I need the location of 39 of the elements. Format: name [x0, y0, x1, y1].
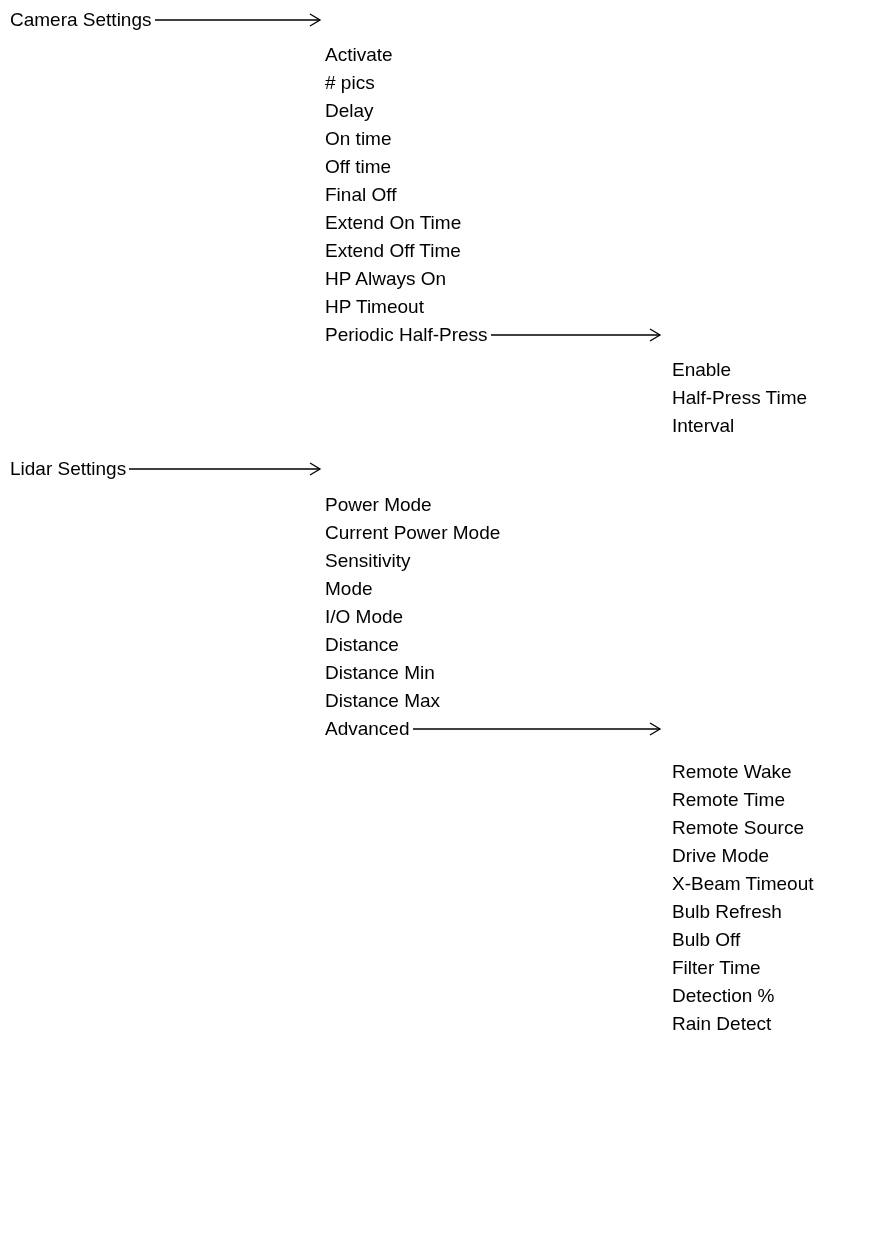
menu-item: # pics: [325, 72, 375, 94]
menu-item: Delay: [325, 100, 374, 122]
menu-item: Power Mode: [325, 494, 432, 516]
menu-item: Distance Max: [325, 690, 441, 712]
menu-item: Remote Time: [672, 789, 785, 811]
menu-item: Sensitivity: [325, 550, 411, 572]
menu-item: Rain Detect: [672, 1013, 772, 1035]
menu-item: Remote Wake: [672, 761, 792, 783]
menu-item: Extend On Time: [325, 212, 462, 234]
menu-item: Activate: [325, 44, 393, 66]
menu-item: Remote Source: [672, 817, 804, 839]
menu-item: Extend Off Time: [325, 240, 461, 262]
arrow: [490, 328, 661, 342]
menu-item: Current Power Mode: [325, 522, 501, 544]
menu-item: Distance: [325, 634, 399, 656]
menu-item: Bulb Off: [672, 929, 741, 951]
arrow: [154, 13, 321, 27]
menu-heading: Camera Settings: [10, 9, 152, 31]
menu-item: Distance Min: [325, 662, 435, 684]
arrow: [412, 722, 661, 736]
menu-heading: Periodic Half-Press: [325, 324, 488, 346]
menu-item: On time: [325, 128, 392, 150]
menu-item: Half-Press Time: [672, 387, 808, 409]
menu-item: I/O Mode: [325, 606, 404, 628]
menu-item: HP Timeout: [325, 296, 424, 318]
menu-heading: Advanced: [325, 718, 410, 740]
menu-item: X-Beam Timeout: [672, 873, 814, 895]
menu-item: HP Always On: [325, 268, 447, 290]
menu-item: Bulb Refresh: [672, 901, 782, 923]
menu-item: Final Off: [325, 184, 397, 206]
menu-item: Drive Mode: [672, 845, 770, 867]
menu-item: Filter Time: [672, 957, 761, 979]
menu-item: Mode: [325, 578, 373, 600]
menu-item: Detection %: [672, 985, 775, 1007]
menu-item: Interval: [672, 415, 735, 437]
menu-item: Off time: [325, 156, 392, 178]
menu-item: Enable: [672, 359, 732, 381]
arrow: [128, 462, 321, 476]
menu-heading: Lidar Settings: [10, 458, 127, 480]
